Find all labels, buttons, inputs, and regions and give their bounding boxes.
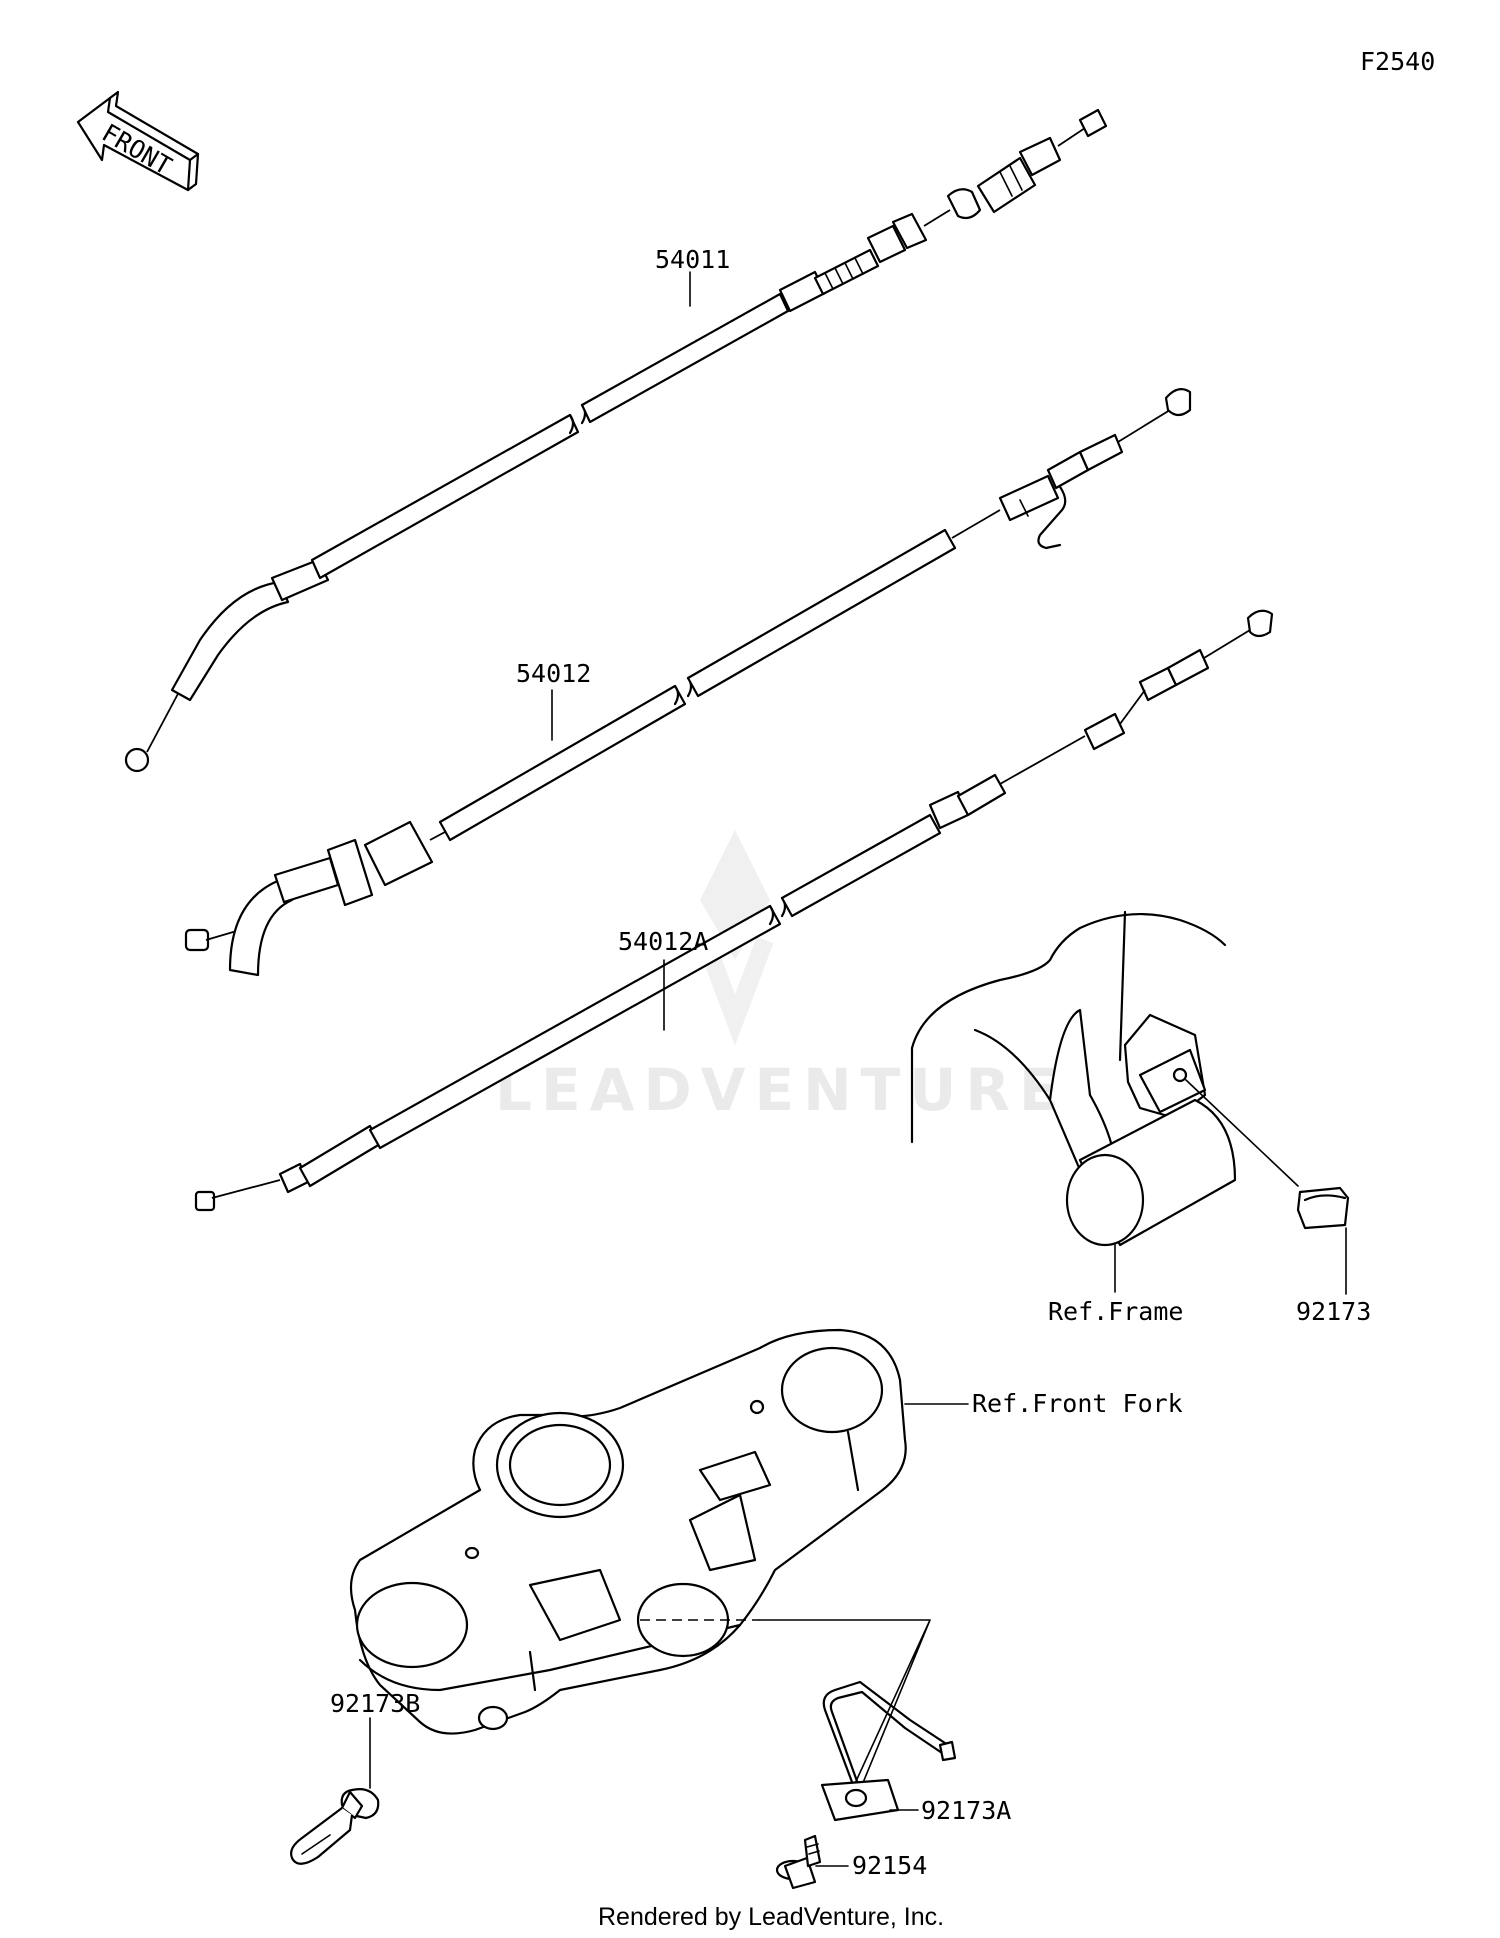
front-arrow-label: FRONT (97, 118, 177, 181)
clamp-92173[interactable] (1296, 1186, 1350, 1230)
callout-92154: 92154 (852, 1851, 927, 1880)
callout-92173b: 92173B (330, 1689, 420, 1718)
bolt-92154[interactable] (775, 1834, 822, 1890)
leader-mount (759, 1619, 931, 1791)
clamp-92173b[interactable] (290, 1788, 380, 1865)
callout-ref-frame: Ref.Frame (1048, 1297, 1183, 1326)
callout-54012: 54012 (516, 659, 591, 688)
footer-credit: Rendered by LeadVenture, Inc. (598, 1903, 944, 1931)
steering-stem-reference (349, 1328, 907, 1735)
clamp-92173a[interactable] (820, 1680, 957, 1822)
cable-54012a[interactable] (194, 609, 1274, 1212)
front-arrow-icon: FRONT (76, 90, 200, 192)
cable-54011[interactable] (124, 108, 1108, 773)
callout-92173a: 92173A (921, 1796, 1011, 1825)
cable-54012[interactable] (184, 387, 1192, 977)
diagram-code: F2540 (1360, 47, 1435, 76)
callout-54012a: 54012A (618, 927, 708, 956)
leader-92173-upper (1185, 1079, 1299, 1187)
callout-92173: 92173 (1296, 1297, 1371, 1326)
frame-reference (910, 910, 1237, 1247)
watermark: LEADVENTURE (495, 830, 1068, 1124)
callout-54011: 54011 (655, 245, 730, 274)
watermark-text: LEADVENTURE (495, 1056, 1068, 1124)
callout-ref-front-fork: Ref.Front Fork (972, 1389, 1183, 1418)
